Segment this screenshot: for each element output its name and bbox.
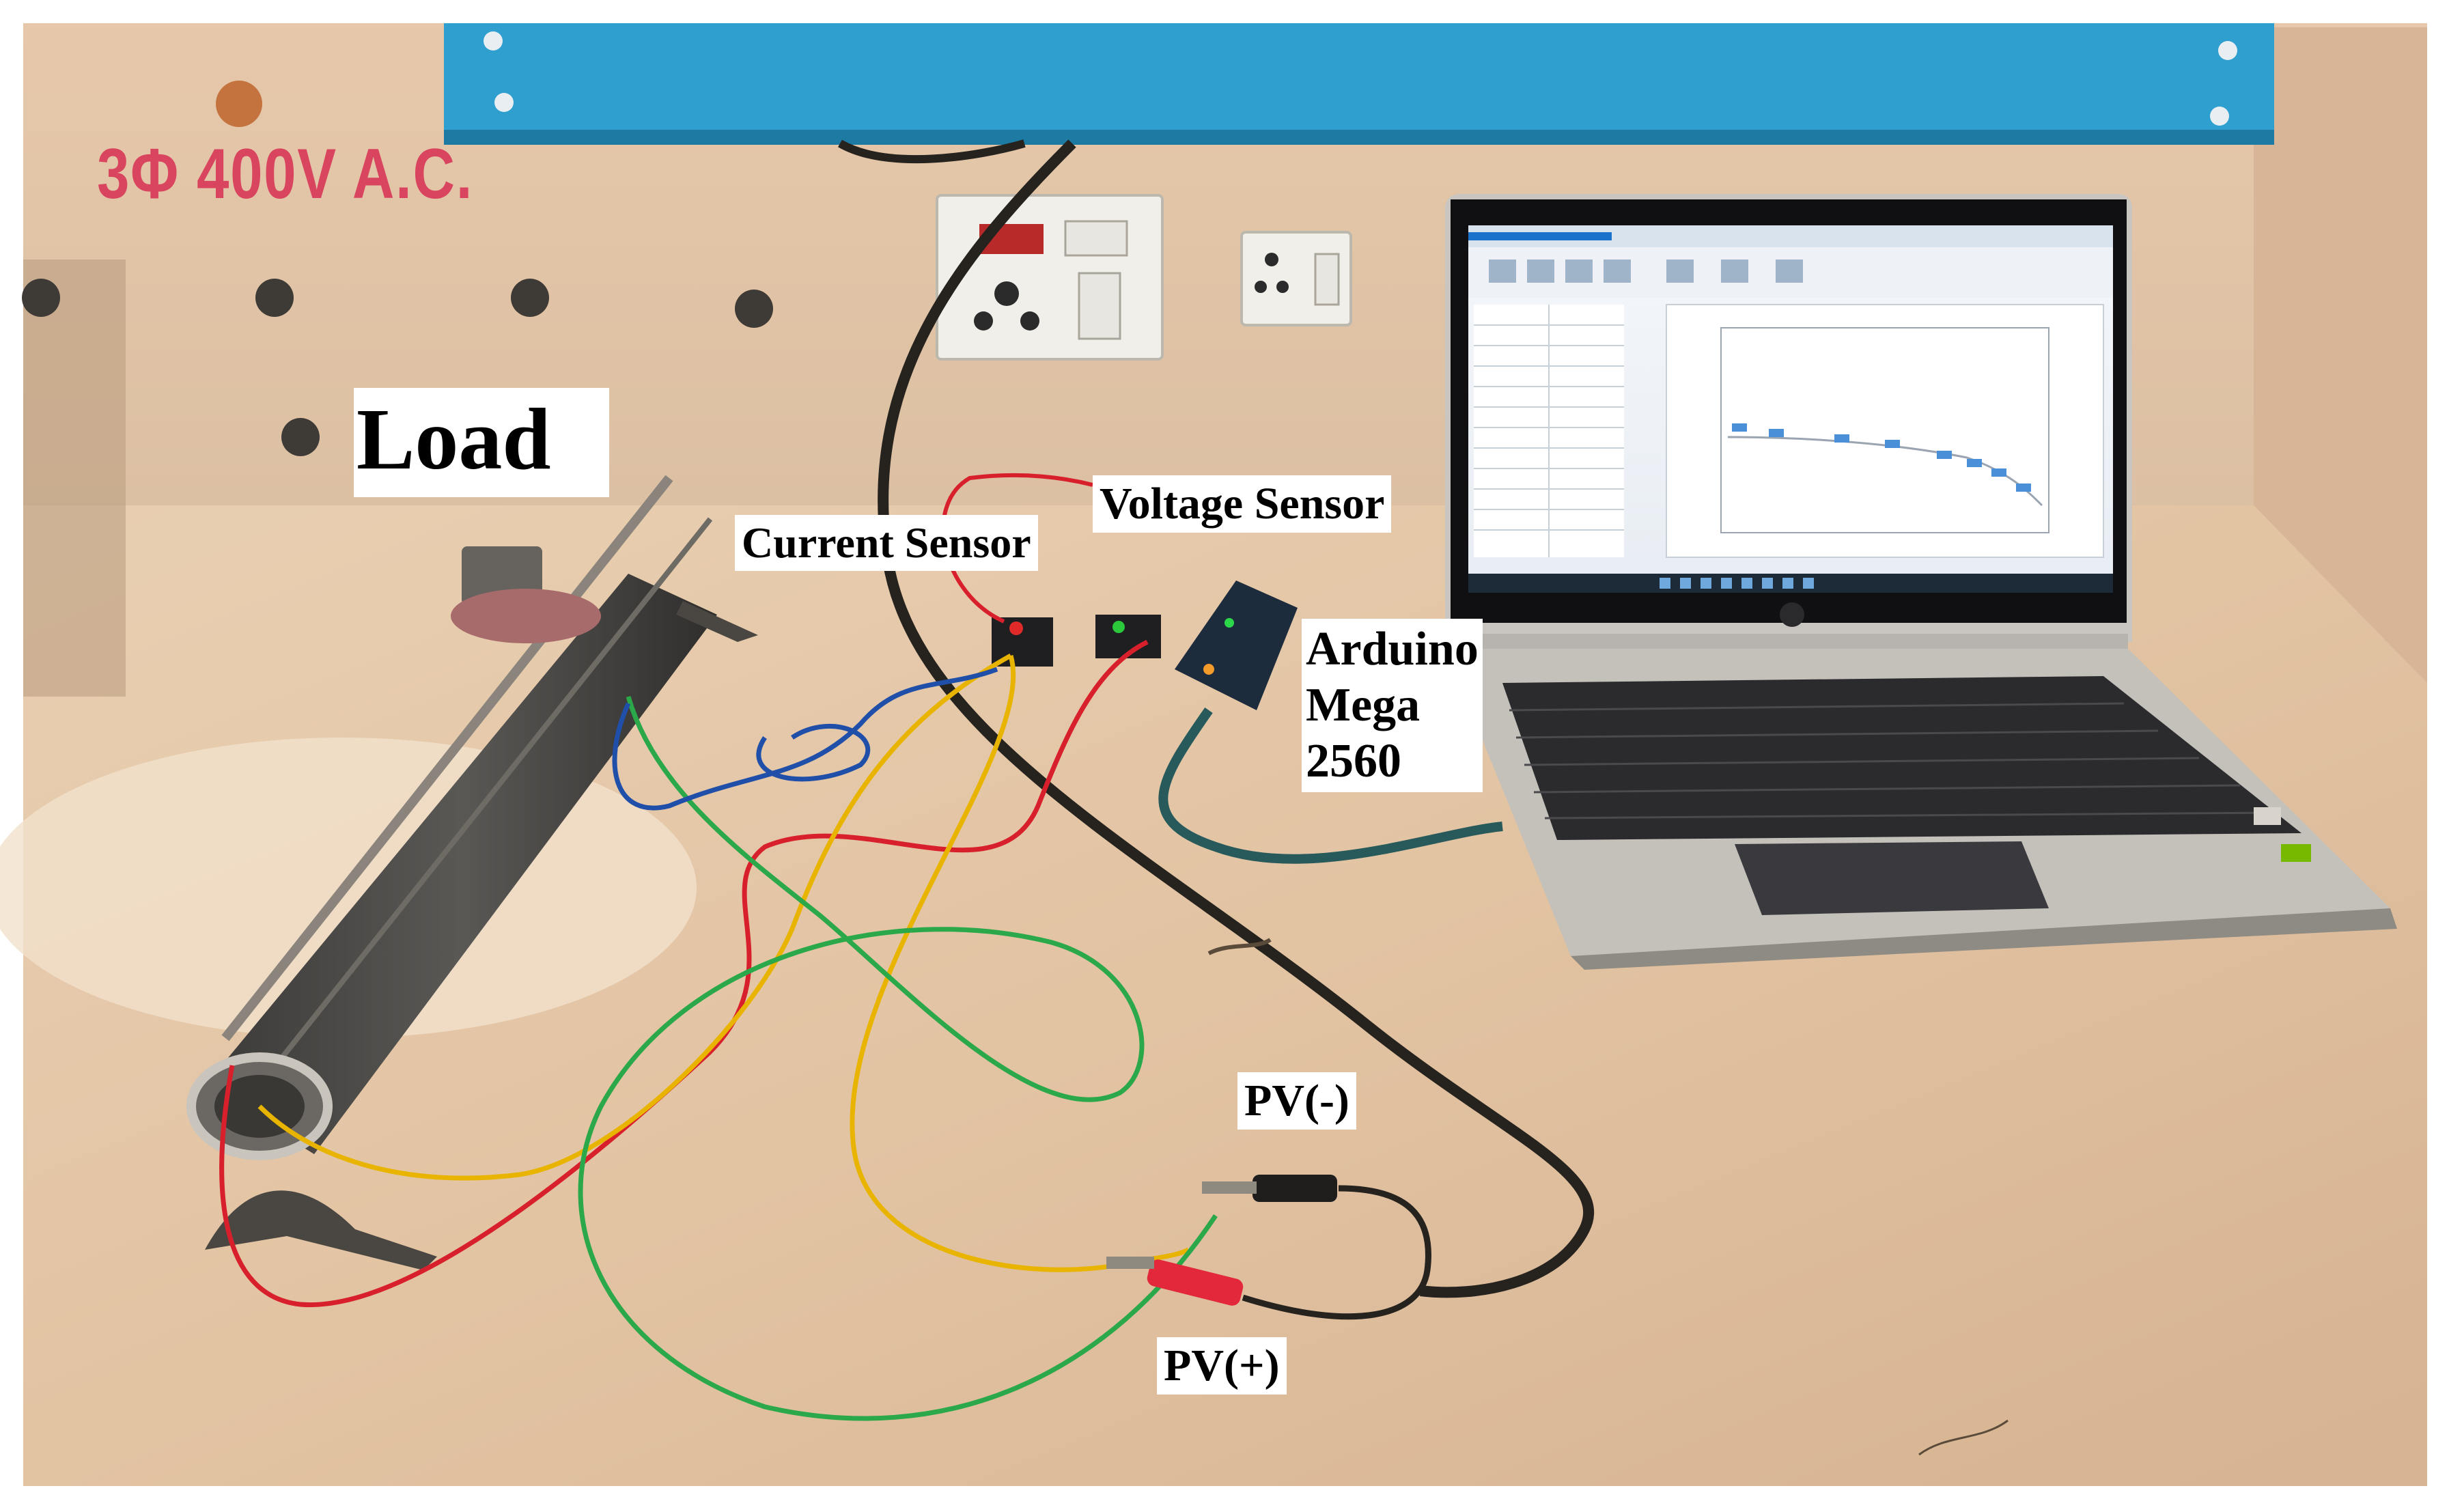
panel-knob	[216, 81, 262, 127]
switch-plate-left	[936, 194, 1164, 361]
wall-voltage-sign: 3Φ 400V A.C.	[97, 135, 474, 214]
table-scuff	[1207, 938, 1272, 955]
pv-negative-clip	[1202, 1175, 1337, 1202]
board-edge	[23, 260, 126, 697]
pv-positive-clip	[1106, 1257, 1244, 1306]
wire-red	[219, 639, 1149, 1308]
wire-red-2	[941, 473, 1093, 624]
laptop-keyboard	[1502, 676, 2301, 840]
voltage-sensor-label: Voltage Sensor	[1093, 475, 1392, 533]
laptop-base-edge	[1571, 908, 2397, 970]
mains-cable	[878, 139, 1595, 1298]
current-sensor-label: Current Sensor	[735, 515, 1038, 571]
laptop	[1445, 194, 2397, 970]
pv-positive-label: PV(+)	[1157, 1337, 1287, 1395]
mains-cable-2	[838, 139, 1026, 164]
terminal-posts	[22, 279, 773, 456]
usb-cable	[1158, 707, 1503, 864]
bolt	[494, 93, 514, 112]
bolt	[484, 31, 503, 51]
wire-green	[578, 696, 1218, 1421]
wire-blue	[612, 667, 998, 811]
laptop-sticker	[2254, 807, 2281, 825]
arduino-board	[1175, 580, 1298, 710]
bolt	[2218, 41, 2237, 60]
laptop-touchpad	[1735, 841, 2049, 915]
hp-logo-icon	[1780, 602, 1804, 627]
bolt	[2210, 107, 2229, 126]
pv-negative-label: PV(-)	[1237, 1072, 1356, 1130]
laptop-sticker	[2281, 844, 2311, 862]
table-scuff	[1918, 1419, 2009, 1456]
pv-black-lead	[1242, 1185, 1431, 1320]
blue-bar	[444, 23, 2274, 143]
load-label: Load	[354, 388, 609, 497]
arduino-label: Arduino Mega 2560	[1302, 619, 1483, 792]
switch-plate-right	[1240, 231, 1352, 326]
blue-bar-shadow	[444, 130, 2274, 145]
